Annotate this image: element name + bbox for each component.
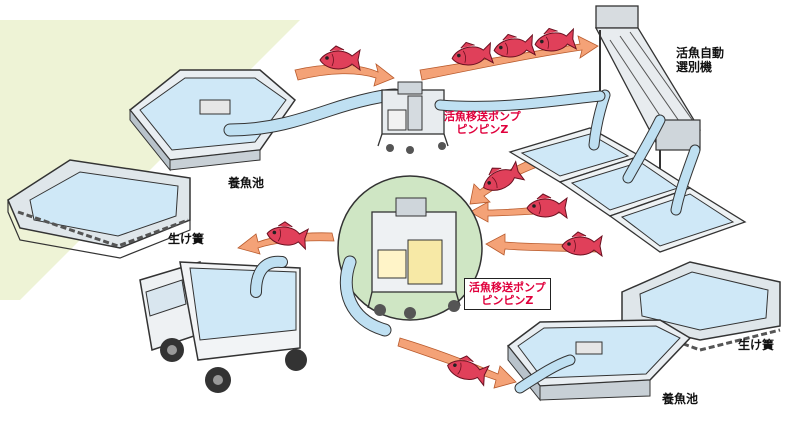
cage-right	[621, 261, 781, 352]
hose-pump-to-sorter	[435, 91, 605, 111]
sorting-machine	[594, 5, 701, 170]
pump-top-label: 活魚移送ポンプ ピンピンZ	[444, 110, 521, 136]
pump-top-label-line1: 活魚移送ポンプ	[444, 110, 521, 123]
pump-closeup	[337, 175, 483, 321]
pond-inlet-box	[199, 99, 231, 115]
red-sea-bream-icon	[561, 231, 603, 257]
sorter-label: 活魚自動 選別機	[676, 46, 724, 74]
pump-top-label-line2: ピンピンZ	[456, 123, 509, 136]
truck	[139, 261, 307, 393]
sorter-label-line1: 活魚自動	[676, 46, 725, 60]
hose-pond-to-pump	[224, 89, 401, 136]
pump-center-label-line2: ピンピンZ	[481, 294, 534, 307]
cage-right-label: 生け簀	[738, 338, 775, 352]
pump-center-label-line1: 活魚移送ポンプ	[469, 281, 546, 294]
pump-center-label: 活魚移送ポンプ ピンピンZ	[464, 278, 551, 310]
red-sea-bream-icon	[526, 193, 568, 219]
fish-pond-top-label: 養魚池	[228, 176, 265, 190]
fish-pond-bottom-label: 養魚池	[662, 392, 699, 406]
sorter-label-line2: 選別機	[676, 60, 713, 74]
cage-left-label: 生け簀	[168, 232, 205, 246]
fish-pond-bottom	[506, 319, 692, 402]
cage-left	[7, 159, 191, 259]
pump-cart-top	[377, 81, 449, 154]
sorter-tanks	[508, 127, 747, 253]
